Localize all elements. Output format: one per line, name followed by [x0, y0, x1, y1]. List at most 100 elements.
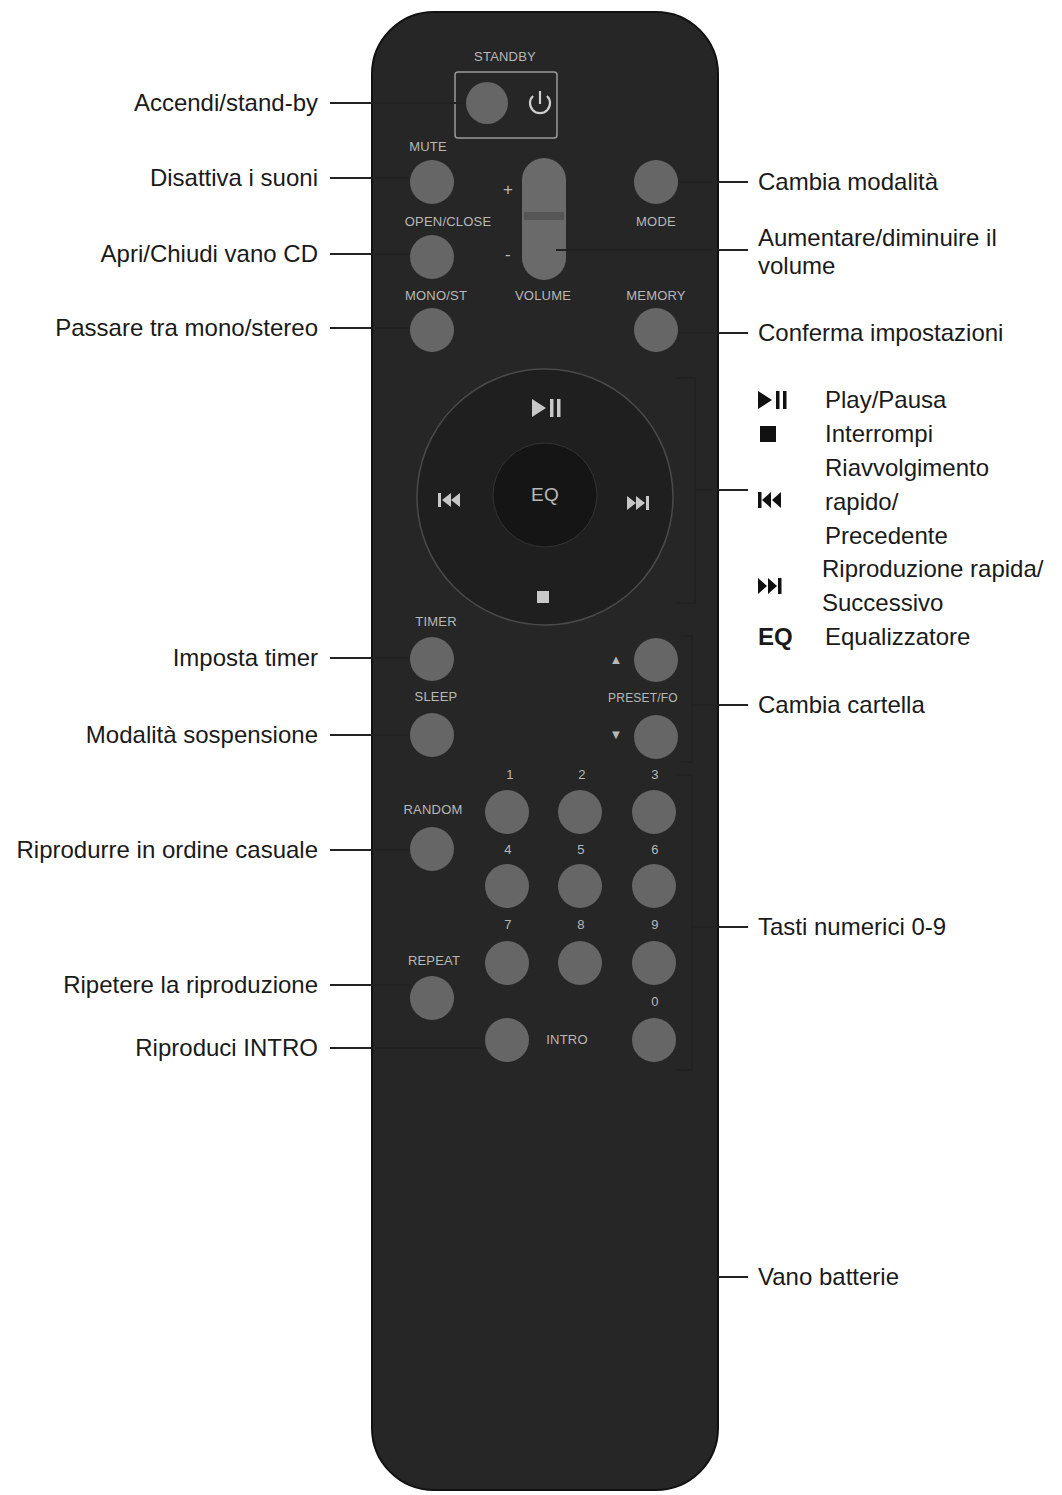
bracket	[677, 378, 695, 1070]
callout-label: Aumentare/diminuire il volume	[758, 224, 1020, 280]
callout-label: Cambia modalità	[758, 168, 938, 196]
number-button	[632, 864, 676, 908]
button-label: SLEEP	[415, 690, 458, 705]
number-button	[485, 941, 529, 985]
leader-line	[695, 489, 748, 491]
button-label: PRESET/FO	[608, 692, 678, 706]
navigation-pad	[493, 443, 597, 547]
callout-label: Vano batterie	[758, 1263, 899, 1291]
remote-body	[372, 12, 718, 1490]
leader-line	[330, 849, 410, 851]
remote-button	[632, 1018, 676, 1062]
button-label: STANDBY	[474, 50, 536, 65]
remote-body	[372, 12, 718, 1490]
bracket	[681, 636, 692, 762]
button-label: 6	[651, 843, 658, 858]
number-button	[558, 790, 602, 834]
key-symbol	[772, 492, 781, 508]
button-label: 8	[577, 918, 584, 933]
button-label: 0	[651, 995, 658, 1010]
leader-line	[718, 1276, 748, 1278]
leader-line	[330, 734, 410, 736]
callout-label: Disattiva i suoni	[150, 164, 318, 192]
standby-area	[539, 91, 541, 104]
button-label: -	[505, 245, 511, 265]
pad-symbol	[646, 496, 649, 510]
remote-button	[634, 160, 678, 204]
key-symbol	[762, 492, 771, 508]
leader-line	[330, 103, 748, 1277]
button-label: VOLUME	[515, 289, 571, 304]
key-symbol	[768, 578, 777, 594]
button-label: INTRO	[546, 1033, 587, 1048]
button-label: 9	[651, 918, 658, 933]
button-label: RANDOM	[404, 803, 463, 818]
button-label: TIMER	[415, 615, 456, 630]
standby-area	[466, 82, 508, 124]
leader-line	[678, 332, 748, 334]
pad-symbol	[550, 399, 554, 417]
number-button	[558, 864, 602, 908]
callout-label: Riavvolgimento rapido/ Precedente	[825, 451, 1007, 553]
number-button	[485, 790, 676, 985]
callout-label: Equalizzatore	[825, 623, 970, 651]
key-symbol	[758, 391, 787, 594]
callout-label: Interrompi	[825, 420, 933, 448]
key-symbol	[758, 492, 762, 508]
number-button	[485, 864, 529, 908]
number-button	[632, 941, 676, 985]
remote-button	[410, 637, 454, 681]
leader-line	[692, 704, 748, 706]
button-label: MODE	[636, 215, 676, 230]
volume-rocker	[524, 212, 564, 220]
callout-label: EQ	[758, 623, 793, 651]
pad-symbol	[438, 399, 649, 603]
pad-symbol	[442, 493, 451, 507]
callout-label: Apri/Chiudi vano CD	[101, 240, 318, 268]
button-label: MONO/ST	[405, 289, 467, 304]
leader-line	[330, 177, 410, 179]
remote-button	[485, 1018, 529, 1062]
key-symbol	[783, 391, 787, 409]
number-button	[485, 790, 529, 834]
navigation-pad	[417, 369, 673, 625]
button-label: OPEN/CLOSE	[405, 215, 492, 230]
remote-button	[410, 976, 454, 1020]
button-label: MEMORY	[626, 289, 685, 304]
remote-button	[634, 308, 678, 352]
button-label: ▼	[609, 728, 622, 743]
volume-rocker	[522, 158, 566, 280]
button-label: 5	[577, 843, 584, 858]
leader-line	[678, 181, 748, 183]
leader-line	[330, 657, 410, 659]
callout-label: Play/Pausa	[825, 386, 946, 414]
pad-symbol	[537, 591, 549, 603]
callout-label: Imposta timer	[173, 644, 318, 672]
bracket	[677, 775, 692, 1070]
leader-line	[330, 102, 465, 104]
key-symbol	[758, 391, 772, 409]
volume-rocker	[522, 158, 566, 280]
callout-label: Ripetere la riproduzione	[63, 971, 318, 999]
navigation-pad	[417, 369, 673, 625]
callout-label: Tasti numerici 0-9	[758, 913, 946, 941]
button-label: ▲	[609, 653, 622, 668]
standby-area	[455, 72, 557, 138]
leader-line	[330, 327, 410, 329]
button-label: MUTE	[409, 140, 447, 155]
pad-symbol	[636, 496, 645, 510]
pad-symbol	[557, 399, 561, 417]
button-label: 4	[504, 843, 511, 858]
callout-label: Conferma impostazioni	[758, 319, 1003, 347]
remote-button	[634, 638, 678, 682]
key-symbol	[758, 578, 767, 594]
callout-label: Modalità sospensione	[86, 721, 318, 749]
callout-label: Accendi/stand-by	[134, 89, 318, 117]
leader-line	[556, 249, 748, 251]
callout-label: Cambia cartella	[758, 691, 925, 719]
key-symbol	[776, 391, 780, 409]
pad-symbol	[451, 493, 460, 507]
bracket	[677, 378, 695, 603]
button-label: REPEAT	[408, 954, 460, 969]
